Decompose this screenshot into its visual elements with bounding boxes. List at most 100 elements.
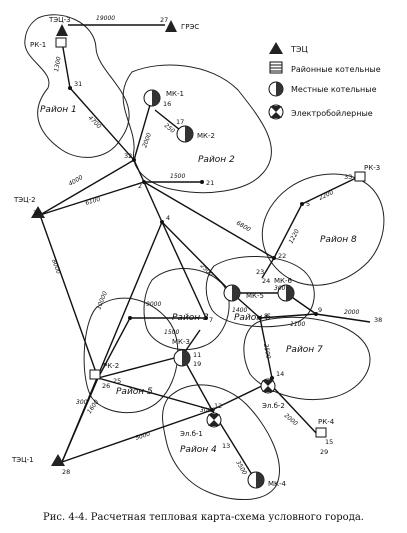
node-29: 29 bbox=[320, 448, 328, 456]
node-17: 17 bbox=[176, 118, 184, 126]
main-32-mk1 bbox=[133, 97, 153, 161]
main-tets1-12 bbox=[61, 409, 213, 463]
mk3-label: МК-3 bbox=[172, 338, 190, 346]
dist-mk5-mk6: 300 bbox=[274, 285, 286, 292]
dist-8-14: 2500 bbox=[262, 343, 272, 359]
node-8: 8 bbox=[264, 312, 268, 320]
node-4: 4 bbox=[166, 214, 170, 222]
gres-icon bbox=[165, 20, 177, 32]
node-33: 33 bbox=[344, 173, 352, 181]
node-5: 5 bbox=[306, 200, 310, 208]
node-30: 30 bbox=[33, 209, 41, 217]
main-rk2-12 bbox=[97, 377, 213, 411]
district-4-boundary bbox=[162, 384, 280, 501]
rk3-label: РК-3 bbox=[364, 164, 380, 172]
node-9: 9 bbox=[318, 306, 322, 314]
rk2-icon bbox=[89, 369, 101, 380]
node-dot-9 bbox=[314, 312, 318, 316]
dist-tets1-4: 10000 bbox=[95, 290, 109, 310]
dist-mk5-8: 1400 bbox=[232, 307, 247, 314]
main-4-7 bbox=[161, 221, 207, 319]
tets3-label: ТЭЦ-3 bbox=[48, 16, 71, 24]
node-7: 7 bbox=[209, 316, 213, 324]
main-2-4 bbox=[143, 181, 163, 223]
node-22: 22 bbox=[278, 252, 286, 260]
node-14: 14 bbox=[276, 370, 284, 378]
rk4-label: РК-4 bbox=[318, 418, 335, 426]
node-15: 15 bbox=[325, 438, 333, 446]
node-2: 2 bbox=[138, 182, 142, 190]
district-5-boundary bbox=[83, 297, 179, 414]
node-dots bbox=[68, 86, 318, 412]
dist-tets2-2: 6100 bbox=[85, 196, 102, 207]
main-8-9 bbox=[259, 313, 317, 319]
district-3-label: Район 3 bbox=[172, 313, 209, 323]
mk1-icon bbox=[143, 89, 161, 107]
node-23: 23 bbox=[256, 268, 264, 276]
eb2-icon bbox=[260, 378, 276, 394]
node-24: 24 bbox=[262, 277, 270, 285]
dist-8-9: 1100 bbox=[290, 321, 305, 328]
dist-tets2-rk2: 8000 bbox=[50, 258, 62, 275]
district-5-label: Район 5 bbox=[116, 387, 153, 397]
node-dot-10 bbox=[128, 316, 132, 320]
legend-label-electric-boilers: Электробойлерные bbox=[291, 109, 373, 118]
district-2-boundary bbox=[122, 64, 272, 194]
node-38: 38 bbox=[374, 316, 382, 324]
eb2-label: Эл.б-2 bbox=[262, 402, 285, 410]
rk1-label: РК-1 bbox=[30, 41, 46, 49]
main-tets2-32 bbox=[39, 159, 135, 216]
district-6-label: Район 6 bbox=[234, 313, 271, 323]
rk4-icon bbox=[315, 427, 327, 438]
node-27: 27 bbox=[160, 16, 168, 24]
main-22-23 bbox=[261, 257, 275, 279]
main-4-mk5 bbox=[161, 221, 233, 294]
dist-31-32: 4700 bbox=[87, 114, 103, 130]
dist-2-22: 6800 bbox=[235, 220, 252, 234]
main-5-33 bbox=[301, 177, 357, 205]
tets2-icon bbox=[31, 206, 45, 218]
district-4-label: Район 4 bbox=[180, 445, 217, 455]
tets1-label: ТЭЦ-1 bbox=[11, 456, 34, 464]
main-tets2-rk2 bbox=[39, 214, 99, 379]
tets1-icon bbox=[51, 454, 65, 466]
dist-26-300: 300 bbox=[76, 399, 88, 406]
mk6-label: МК-6 bbox=[274, 277, 293, 285]
main-rk2-mk3 bbox=[97, 355, 183, 379]
main-rk2-10 bbox=[97, 317, 131, 379]
dist-rk1-31: 1300 bbox=[53, 56, 63, 72]
node-26: 26 bbox=[102, 382, 110, 390]
main-8-14 bbox=[259, 317, 273, 379]
legend-label-tets: ТЭЦ bbox=[290, 45, 308, 54]
main-12-eb2 bbox=[211, 383, 267, 411]
rk2-label: РК-2 bbox=[103, 362, 119, 370]
dist-gres-tets3: 19000 bbox=[96, 15, 115, 22]
district-3-boundary bbox=[143, 268, 230, 351]
node-12: 12 bbox=[214, 402, 222, 410]
node-dot-32 bbox=[132, 158, 136, 162]
node-19: 19 bbox=[193, 360, 201, 368]
main-eb2-rk4 bbox=[271, 385, 319, 436]
node-dot-21 bbox=[200, 180, 204, 184]
figure-caption: Рис. 4-4. Расчетная тепловая карта-схема… bbox=[42, 512, 364, 523]
eb1-label: Эл.б-1 bbox=[180, 430, 203, 438]
dist-tets2-32: 4000 bbox=[68, 174, 85, 188]
node-dot-4 bbox=[160, 220, 164, 224]
node-dot-8 bbox=[258, 316, 262, 320]
legend-label-local-boilers: Местные котельные bbox=[291, 85, 377, 94]
node-32: 32 bbox=[124, 152, 132, 160]
tets2-label: ТЭЦ-2 bbox=[13, 196, 36, 204]
mk4-label: МК-4 bbox=[268, 480, 287, 488]
dist-rk2-mk3: 1500 bbox=[164, 329, 179, 336]
node-21: 21 bbox=[206, 179, 214, 187]
node-dot-22 bbox=[272, 256, 276, 260]
district-1-boundary bbox=[24, 14, 130, 158]
eb1-icon bbox=[206, 412, 222, 428]
main-9-38 bbox=[315, 313, 371, 323]
main-31-32 bbox=[69, 87, 135, 161]
dist-2-21: 1500 bbox=[170, 173, 185, 180]
node-dot-12 bbox=[210, 408, 214, 412]
dist-mk1-mk2: 250 bbox=[163, 122, 176, 135]
dist-eb2-rk4: 2000 bbox=[283, 412, 299, 427]
mk2-label: МК-2 bbox=[197, 132, 215, 140]
